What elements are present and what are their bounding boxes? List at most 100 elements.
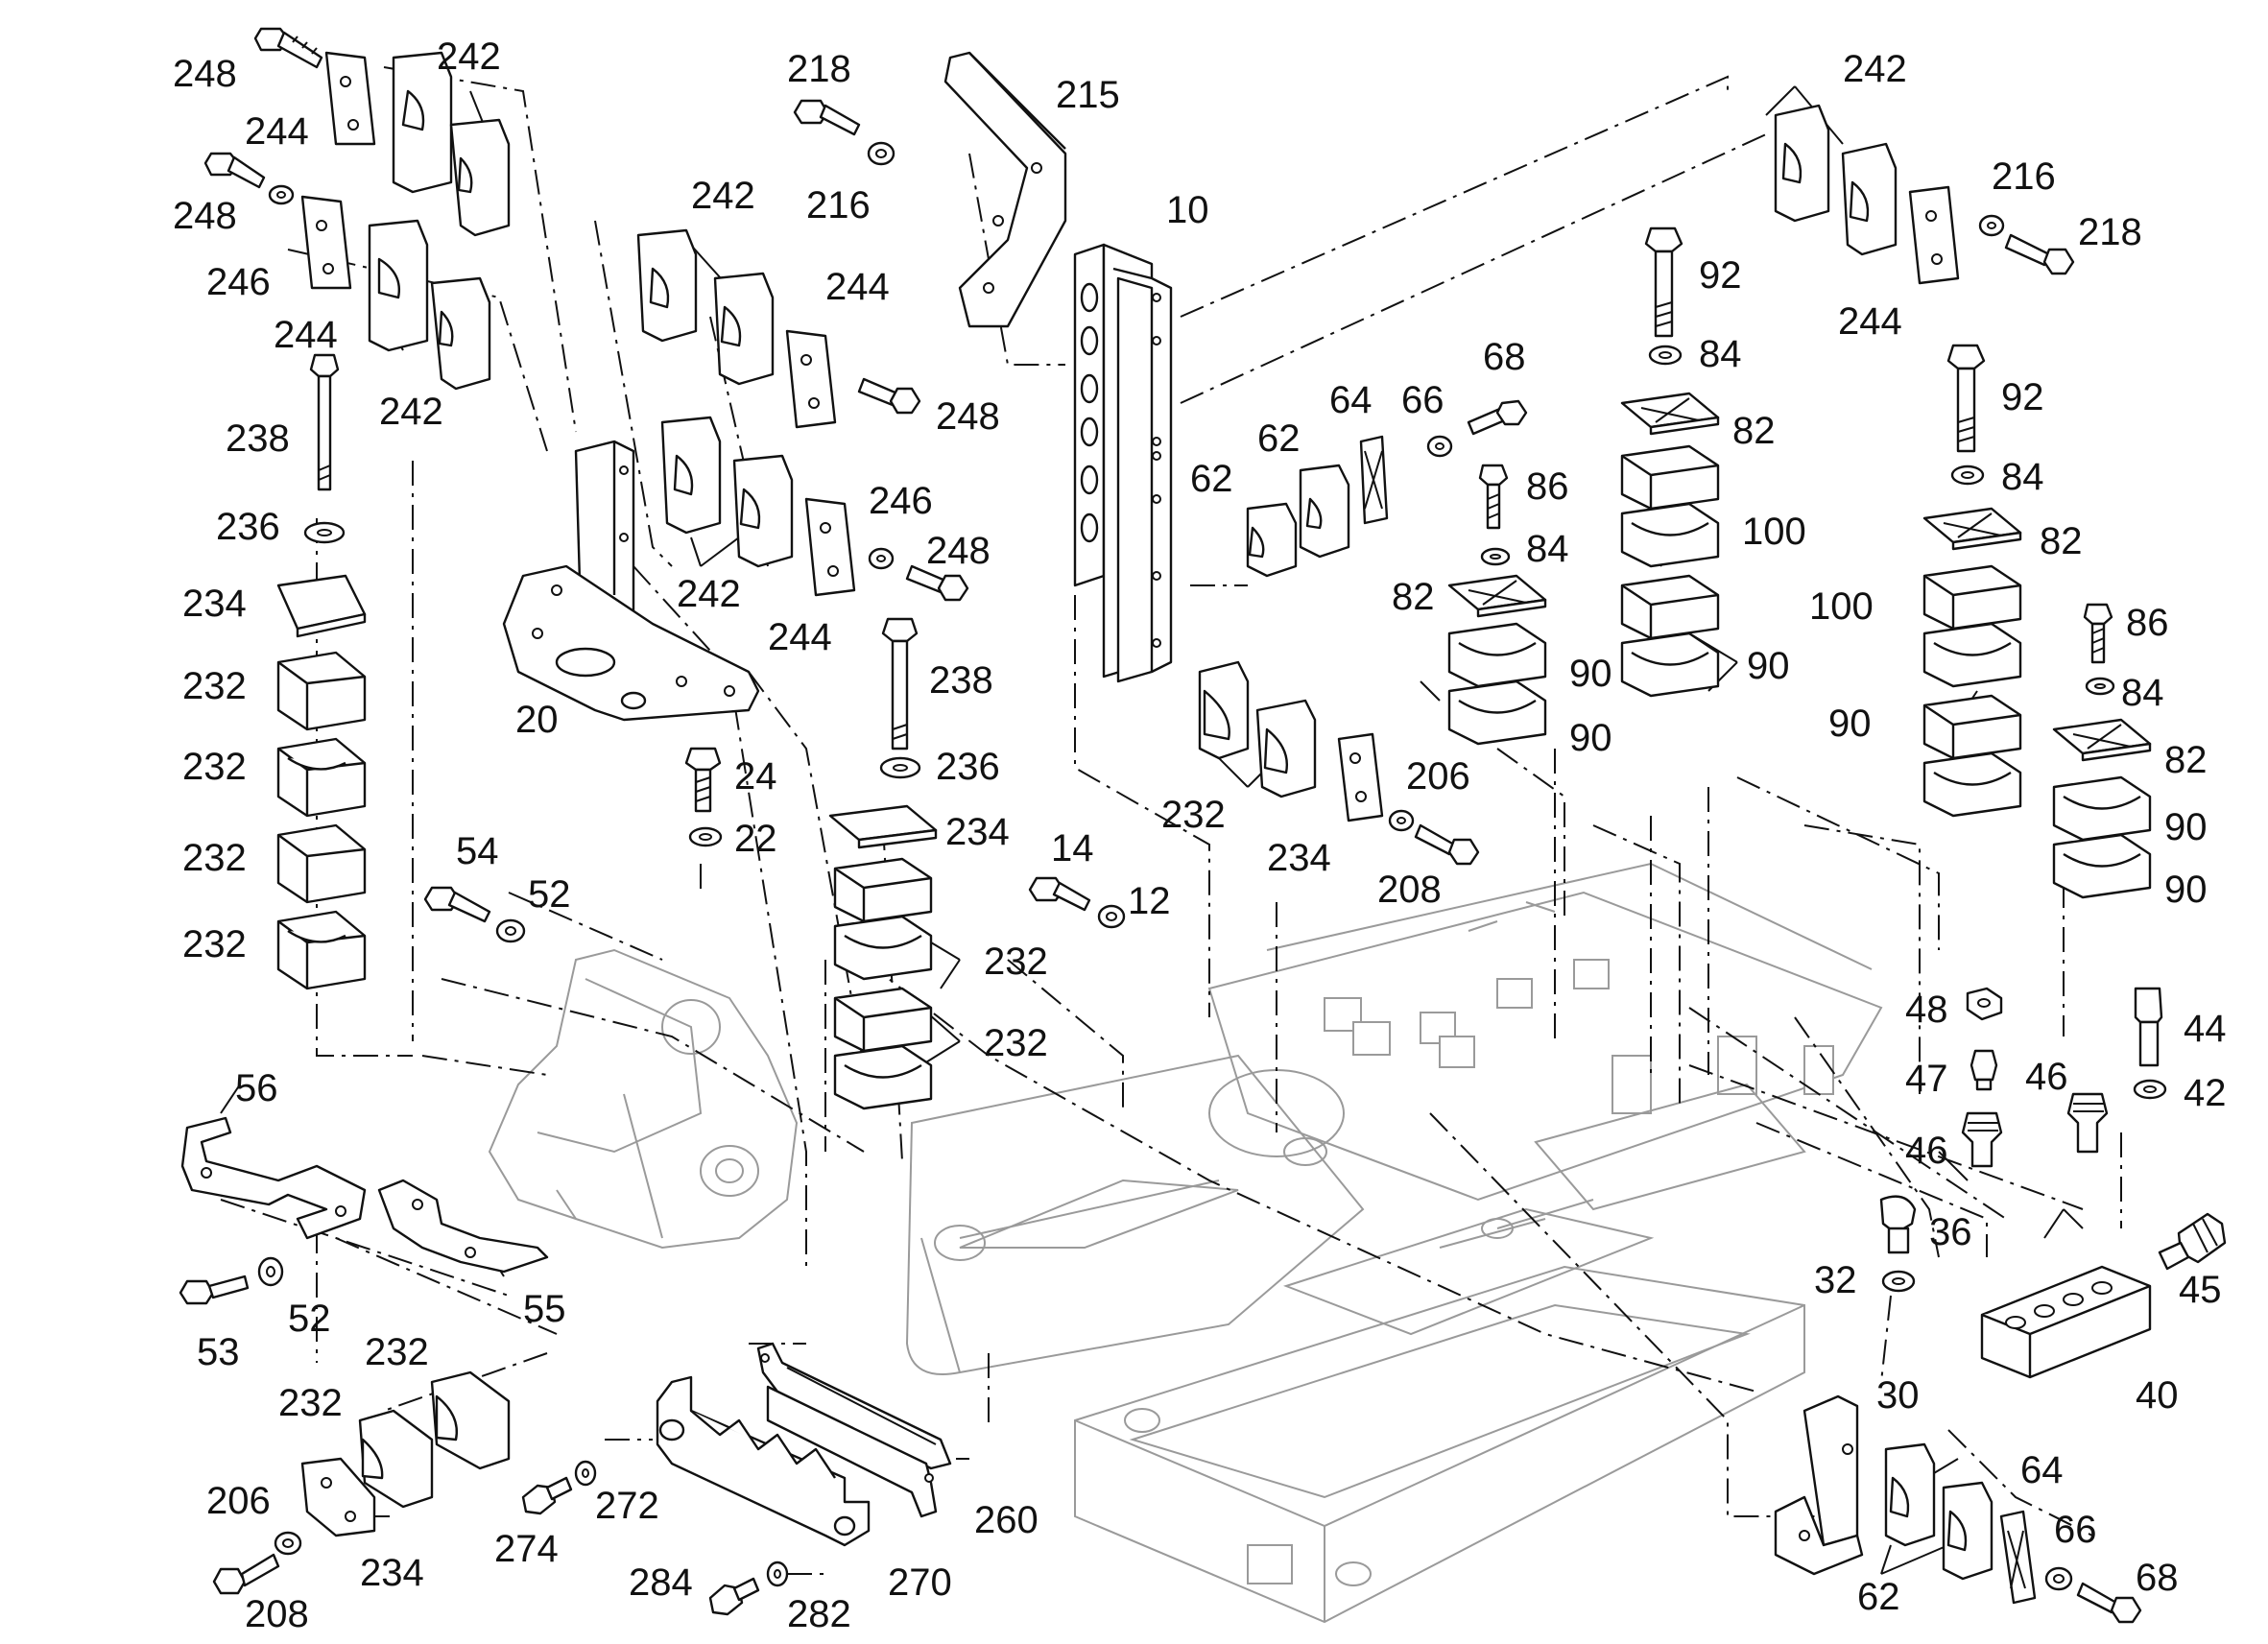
label-47: 47 — [1905, 1058, 1948, 1100]
label-238: 238 — [226, 417, 290, 460]
label-86: 86 — [2126, 602, 2169, 644]
bolt-14 — [1028, 876, 1126, 929]
bracket-10 — [1073, 243, 1173, 683]
label-232: 232 — [182, 923, 247, 965]
block-100a-1 — [1620, 444, 1720, 511]
label-12: 12 — [1128, 880, 1171, 922]
label-90: 90 — [1569, 653, 1612, 695]
label-236: 236 — [936, 746, 1000, 788]
label-216: 216 — [1992, 155, 2056, 198]
clamp-group-232-lower — [212, 1370, 511, 1595]
label-84: 84 — [1526, 528, 1569, 570]
label-208: 208 — [245, 1593, 309, 1635]
label-90: 90 — [2164, 806, 2208, 848]
label-232: 232 — [182, 665, 247, 707]
block-232c — [276, 823, 367, 904]
label-248: 248 — [173, 195, 237, 237]
bolt-248c — [857, 377, 921, 415]
bolt-248b — [203, 152, 295, 205]
label-66: 66 — [1401, 379, 1444, 421]
label-206: 206 — [1406, 755, 1470, 798]
bolt-238a-head — [309, 353, 340, 378]
bolt-44-head — [2134, 987, 2163, 1024]
label-216: 216 — [806, 184, 871, 226]
block-90d-1 — [1922, 694, 2022, 760]
label-55: 55 — [523, 1288, 566, 1330]
label-30: 30 — [1876, 1374, 1920, 1417]
label-62: 62 — [1257, 417, 1301, 460]
label-234: 234 — [182, 583, 247, 625]
bracket-20 — [502, 440, 760, 722]
label-10: 10 — [1166, 189, 1209, 231]
bolt-36 — [1879, 1195, 1917, 1293]
block-100b-1 — [1922, 564, 2022, 631]
label-242: 242 — [691, 175, 755, 217]
label-270: 270 — [888, 1561, 952, 1604]
label-32: 32 — [1814, 1259, 1857, 1301]
clamp-group-62-lower — [1884, 1442, 2142, 1624]
fitting-45 — [2158, 1212, 2227, 1271]
label-274: 274 — [494, 1528, 559, 1570]
stack-92-right — [1922, 344, 2022, 818]
plate-244e — [1908, 185, 1960, 285]
label-234: 234 — [1267, 837, 1331, 879]
label-90: 90 — [1747, 645, 1790, 687]
middle-stack — [828, 617, 938, 1110]
label-84: 84 — [2001, 456, 2044, 498]
bracket-30 — [1774, 1394, 1864, 1576]
label-20: 20 — [515, 699, 559, 741]
label-56: 56 — [235, 1067, 278, 1109]
label-82: 82 — [2040, 520, 2083, 562]
ghost-upper-frame — [905, 862, 1883, 1624]
label-84: 84 — [1699, 333, 1742, 375]
label-42: 42 — [2184, 1072, 2227, 1114]
label-92: 92 — [1699, 254, 1742, 297]
label-272: 272 — [595, 1485, 659, 1527]
label-14: 14 — [1051, 827, 1094, 870]
label-244: 244 — [245, 110, 309, 153]
label-232: 232 — [182, 746, 247, 788]
bolt-248a — [253, 27, 323, 69]
label-232: 232 — [1161, 794, 1226, 836]
label-242: 242 — [437, 36, 501, 78]
left-stack — [276, 353, 367, 990]
label-232: 232 — [984, 941, 1048, 983]
label-248: 248 — [926, 530, 991, 572]
label-232: 232 — [182, 837, 247, 879]
manifold-block-40 — [1980, 1265, 2152, 1379]
label-248: 248 — [173, 53, 237, 95]
bolt-218a — [793, 99, 895, 166]
label-45: 45 — [2179, 1269, 2222, 1311]
label-62: 62 — [1190, 458, 1233, 500]
label-92: 92 — [2001, 376, 2044, 418]
label-238: 238 — [929, 659, 993, 702]
label-232: 232 — [278, 1382, 343, 1424]
label-100: 100 — [1742, 511, 1806, 553]
block-90c-1 — [1620, 574, 1720, 640]
fitting-46b — [2066, 1092, 2109, 1154]
fitting-47 — [1970, 1049, 1998, 1082]
label-86: 86 — [1526, 465, 1569, 508]
label-84: 84 — [2121, 672, 2164, 714]
label-22: 22 — [734, 818, 777, 860]
bolt-284 — [708, 1561, 789, 1616]
label-40: 40 — [2136, 1374, 2179, 1417]
label-90: 90 — [2164, 869, 2208, 911]
label-46: 46 — [2025, 1056, 2068, 1098]
clamp-242d-2 — [732, 454, 794, 568]
bolt-54 — [423, 886, 526, 943]
label-48: 48 — [1905, 989, 1948, 1031]
label-54: 54 — [456, 830, 499, 872]
bolt-274 — [521, 1460, 597, 1515]
stack-92-center — [1620, 226, 1720, 698]
label-52: 52 — [288, 1298, 331, 1340]
label-234: 234 — [945, 811, 1010, 853]
label-90: 90 — [1828, 703, 1872, 745]
clamp-242b-2 — [430, 276, 491, 391]
label-246: 246 — [869, 480, 933, 522]
label-82: 82 — [2164, 739, 2208, 781]
label-242: 242 — [1843, 48, 1907, 90]
label-242: 242 — [379, 391, 443, 433]
bolt-208a — [1414, 823, 1480, 866]
clamp-group-top-right — [1774, 104, 2075, 285]
